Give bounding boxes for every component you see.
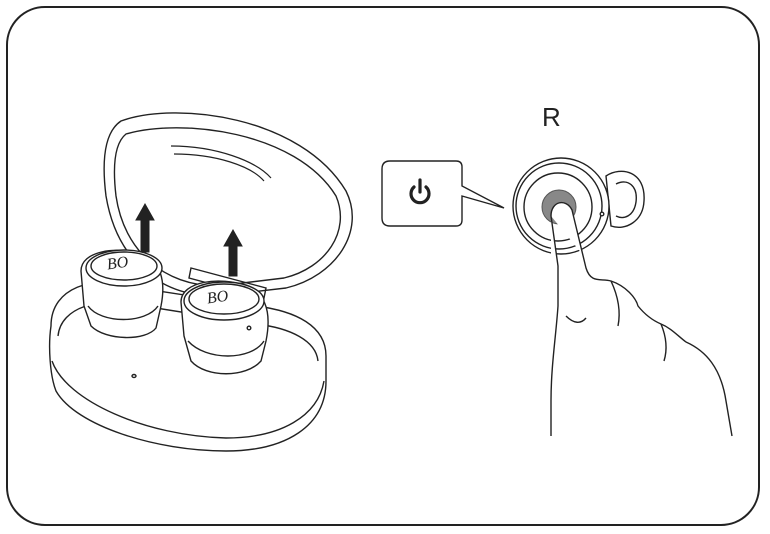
power-icon <box>409 178 431 205</box>
power-callout <box>381 160 505 227</box>
up-arrow-icon <box>223 228 243 277</box>
finger-press-icon <box>550 201 733 437</box>
left-earbud <box>80 249 164 339</box>
case-lid <box>103 112 353 297</box>
panel-border <box>6 6 760 526</box>
ear-side-label: R <box>542 102 561 132</box>
instruction-panel <box>6 6 760 526</box>
up-arrow-icon <box>135 202 155 253</box>
left-earbud-logo: BO <box>105 253 130 274</box>
diagram-canvas <box>6 6 760 526</box>
right-earbud <box>180 280 269 375</box>
right-earbud-logo: BO <box>205 287 230 308</box>
